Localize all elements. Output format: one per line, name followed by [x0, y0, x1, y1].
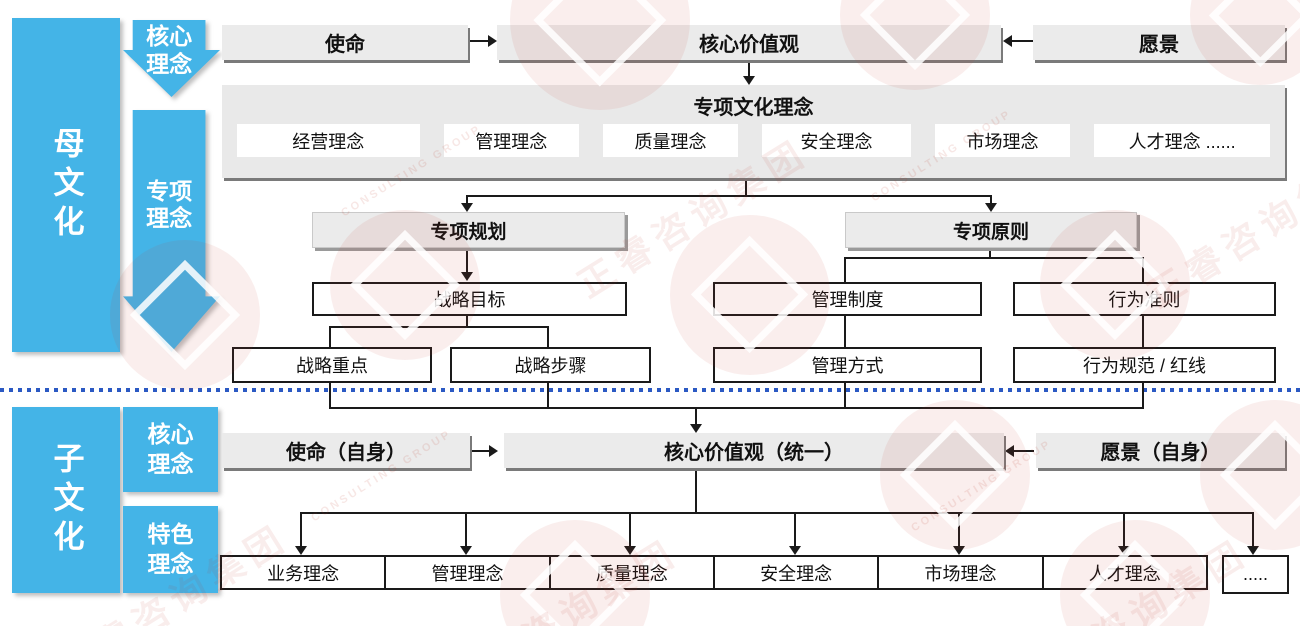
connector-line: [695, 407, 697, 425]
arrowhead-left: [1003, 35, 1012, 47]
special-idea-arrow-label: 专项 理念: [146, 177, 193, 232]
connector-line: [745, 178, 747, 197]
connector-line: [695, 468, 697, 514]
child-culture-bar: 子文化: [12, 407, 120, 593]
management-method-box: 管理方式: [713, 347, 982, 383]
mission-box: 使命: [222, 25, 468, 60]
arrowhead-left: [1005, 445, 1014, 457]
child-idea-strip: 业务理念 管理理念 质量理念 安全理念 市场理念 人才理念: [220, 555, 1208, 590]
special-idea-arrow: 专项 理念: [123, 110, 220, 352]
core-idea-box: 核心 理念: [123, 407, 218, 492]
watermark-logo-icon: [1200, 400, 1300, 550]
connector-line: [1142, 312, 1144, 347]
watermark-logo-icon: [880, 400, 1030, 550]
connector-line: [990, 195, 992, 204]
connector-line: [466, 195, 468, 204]
child-vision-box: 愿景（自身）: [1036, 433, 1285, 468]
strategy-steps-box: 战略步骤: [450, 347, 651, 383]
special-item: 质量理念: [602, 124, 739, 157]
connector-line: [466, 195, 992, 197]
arrowhead-down: [789, 546, 801, 555]
child-idea-cell: 安全理念: [712, 555, 880, 590]
connector-line: [958, 512, 960, 546]
special-planning-box: 专项规划: [312, 212, 625, 248]
arrowhead-down: [743, 76, 755, 85]
section-divider: [0, 388, 1300, 392]
connector-line: [1014, 450, 1034, 452]
strategy-focus-box: 战略重点: [232, 347, 432, 383]
arrowhead-right: [488, 35, 497, 47]
connector-line: [1012, 40, 1033, 42]
core-idea-arrow: 核心 理念: [123, 20, 220, 97]
special-principles-box: 专项原则: [845, 212, 1137, 248]
connector-line: [1142, 257, 1144, 282]
management-system-box: 管理制度: [713, 282, 982, 316]
arrowhead-down: [460, 546, 472, 555]
child-idea-cell: 市场理念: [877, 555, 1044, 590]
arrowhead-down: [985, 203, 997, 212]
connector-line: [1252, 512, 1254, 546]
special-item: 管理理念: [443, 124, 579, 157]
core-idea-arrow-label: 核心 理念: [146, 23, 193, 77]
connector-line: [470, 40, 490, 42]
connector-line: [329, 326, 331, 347]
feature-idea-box: 特色 理念: [123, 506, 218, 593]
connector-line: [547, 379, 549, 409]
child-idea-cell: 人才理念: [1041, 555, 1208, 590]
arrowhead-down: [1118, 546, 1130, 555]
connector-line: [748, 60, 750, 77]
special-item: 人才理念 ......: [1094, 124, 1271, 157]
connector-line: [1123, 512, 1125, 546]
special-culture-container: 专项文化理念 经营理念 管理理念 质量理念 安全理念 市场理念 人才理念 ...…: [222, 85, 1285, 178]
child-mission-box: 使命（自身）: [222, 433, 470, 468]
arrowhead-down: [461, 203, 473, 212]
connector-line: [329, 379, 331, 409]
arrowhead-right: [489, 445, 498, 457]
child-idea-cell: 业务理念: [220, 555, 387, 590]
arrowhead-down: [295, 546, 307, 555]
connector-line: [329, 407, 1144, 409]
child-idea-ellipsis-box: .....: [1222, 555, 1289, 594]
special-culture-items: 经营理念 管理理念 质量理念 安全理念 市场理念 人才理念 ......: [237, 124, 1271, 157]
connector-line: [301, 512, 1253, 514]
connector-line: [300, 512, 302, 546]
connector-line: [466, 246, 468, 273]
connector-line: [844, 257, 846, 282]
behavior-norms-box: 行为规范 / 红线: [1013, 347, 1276, 383]
special-item: 市场理念: [934, 124, 1071, 157]
special-culture-title: 专项文化理念: [693, 97, 814, 119]
behavior-code-box: 行为准则: [1013, 282, 1276, 316]
core-values-box: 核心价值观: [497, 25, 1001, 60]
connector-line: [629, 512, 631, 546]
connector-line: [465, 512, 467, 546]
connector-line: [989, 246, 991, 259]
arrowhead-down: [953, 546, 965, 555]
connector-line: [547, 326, 549, 347]
connector-line: [844, 257, 1144, 259]
parent-culture-bar: 母文化: [12, 18, 120, 352]
special-item: 经营理念: [237, 124, 420, 157]
arrowhead-down: [461, 272, 473, 281]
connector-line: [844, 379, 846, 409]
special-item: 安全理念: [762, 124, 911, 157]
child-core-values-box: 核心价值观（统一）: [504, 433, 1004, 468]
connector-line: [1142, 379, 1144, 409]
arrowhead-down: [690, 424, 702, 433]
connector-line: [329, 326, 549, 328]
vision-box: 愿景: [1033, 25, 1285, 60]
connector-line: [844, 312, 846, 347]
connector-line: [472, 450, 490, 452]
child-idea-cell: 管理理念: [384, 555, 551, 590]
connector-line: [466, 312, 468, 328]
connector-line: [794, 512, 796, 546]
arrowhead-down: [624, 546, 636, 555]
child-idea-cell: 质量理念: [548, 555, 715, 590]
strategy-goal-box: 战略目标: [312, 282, 627, 316]
arrowhead-down: [1247, 546, 1259, 555]
